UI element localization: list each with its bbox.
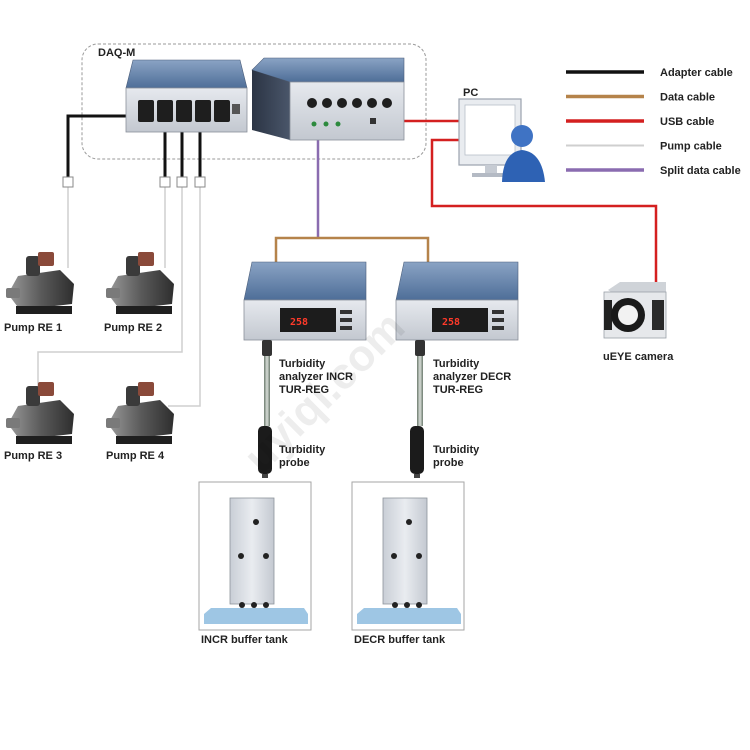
pump-label-2: Pump RE 2 <box>104 322 162 334</box>
incr-buffer-tank <box>198 481 312 631</box>
analyzer-incr-label-2: analyzer INCR <box>279 371 353 383</box>
adapter-connectors <box>62 176 206 188</box>
analyzer-decr-display: 258 <box>442 317 460 328</box>
daq-group-outline <box>81 43 427 160</box>
pump-re-2 <box>106 252 174 314</box>
analyzer-decr-label-1: Turbidity <box>433 358 480 370</box>
turbidity-analyzer-decr: 258 <box>395 261 519 341</box>
legend-label-4: Split data cable <box>660 165 741 177</box>
pump-label-4: Pump RE 4 <box>106 450 165 462</box>
legend-label-0: Adapter cable <box>660 67 733 79</box>
decr-tank-label: DECR buffer tank <box>354 634 446 646</box>
camera-label: uEYE camera <box>603 351 674 363</box>
analyzer-incr-display: 258 <box>290 317 308 328</box>
legend-label-3: Pump cable <box>660 141 722 153</box>
analyzer-decr-label-2: analyzer DECR <box>433 371 511 383</box>
pc-computer <box>458 98 545 182</box>
incr-tank-label: INCR buffer tank <box>201 634 289 646</box>
turbidity-probe-decr <box>410 340 425 478</box>
pump-cables <box>37 186 201 407</box>
legend-label-1: Data cable <box>660 92 715 104</box>
daq-module-right <box>251 57 405 141</box>
turbidity-probe-incr <box>258 340 272 478</box>
turbidity-analyzer-incr: 258 <box>243 261 367 341</box>
pc-label: PC <box>463 87 478 99</box>
pump-re-3 <box>6 382 74 444</box>
analyzer-incr-label-1: Turbidity <box>279 358 326 370</box>
probe-decr-label-2: probe <box>433 457 464 469</box>
analyzer-decr-label-3: TUR-REG <box>433 384 483 396</box>
data-cable <box>274 236 430 262</box>
decr-buffer-tank <box>351 481 465 631</box>
daq-module-left <box>125 59 248 133</box>
ueye-camera <box>603 282 667 339</box>
probe-incr-label-1: Turbidity <box>279 444 326 456</box>
analyzer-incr-label-3: TUR-REG <box>279 384 329 396</box>
daq-title: DAQ-M <box>98 47 135 59</box>
pump-re-4 <box>106 382 174 444</box>
legend-label-2: USB cable <box>660 116 714 128</box>
pump-label-3: Pump RE 3 <box>4 450 62 462</box>
probe-decr-label-1: Turbidity <box>433 444 480 456</box>
probe-incr-label-2: probe <box>279 457 310 469</box>
pump-re-1 <box>6 252 74 314</box>
pump-label-1: Pump RE 1 <box>4 322 62 334</box>
usb-cable-camera <box>430 138 658 292</box>
